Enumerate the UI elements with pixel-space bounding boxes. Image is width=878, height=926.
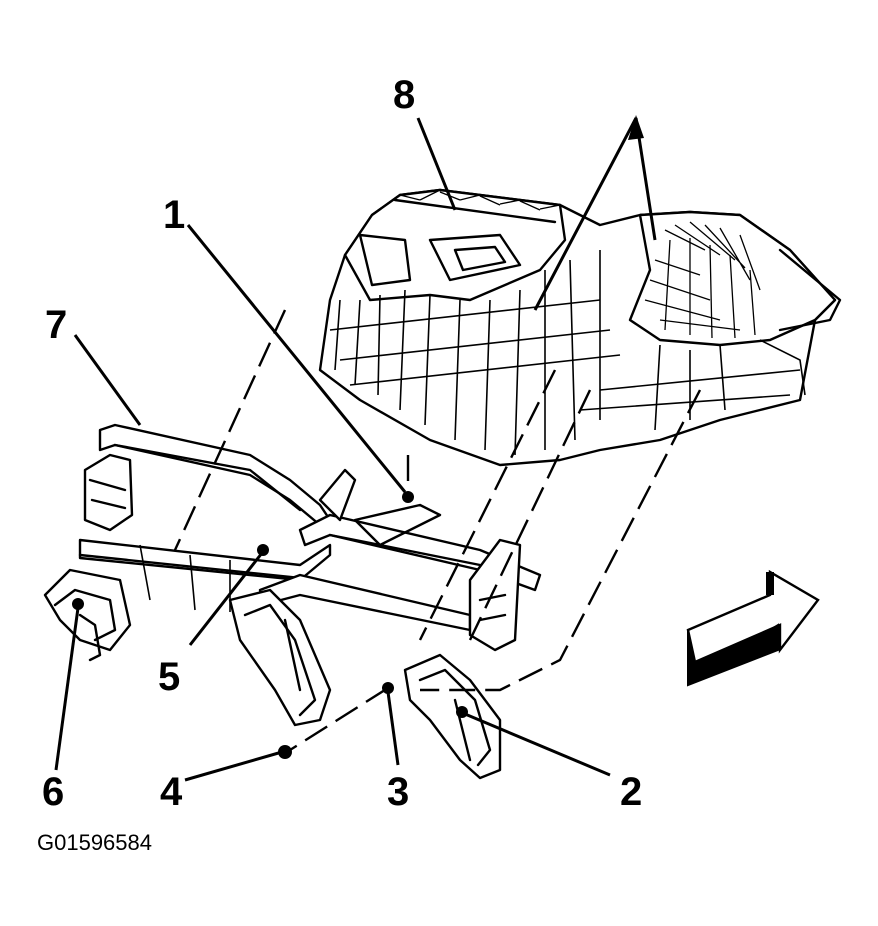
cross-car-beam (78, 423, 542, 652)
callout-8: 8 (393, 73, 415, 117)
leader-3 (386, 691, 400, 766)
fastener-2 (456, 706, 468, 718)
fastener-6 (72, 598, 84, 610)
leader-5 (188, 552, 264, 646)
callout-6: 6 (42, 770, 64, 814)
front-direction-arrow-icon (686, 569, 820, 687)
leader-2 (464, 712, 611, 777)
leader-1 (186, 224, 407, 493)
fastener-4 (278, 745, 292, 759)
callout-3: 3 (387, 770, 409, 814)
figure-id: G01596584 (37, 830, 152, 855)
callout-2: 2 (620, 770, 642, 814)
leader-8 (416, 117, 457, 211)
leader-4 (184, 750, 283, 782)
callout-4: 4 (160, 770, 183, 814)
support-brackets (43, 568, 502, 780)
hvac-module-assembly (318, 188, 842, 467)
leader-7 (73, 334, 142, 426)
fastener-5 (257, 544, 269, 556)
callout-1: 1 (163, 193, 185, 237)
alignment-lines (173, 309, 702, 752)
fastener-1 (402, 491, 414, 503)
callout-7: 7 (45, 303, 67, 347)
callout-5: 5 (158, 655, 180, 699)
callout-leaders (54, 115, 657, 782)
leader-6 (54, 607, 80, 771)
